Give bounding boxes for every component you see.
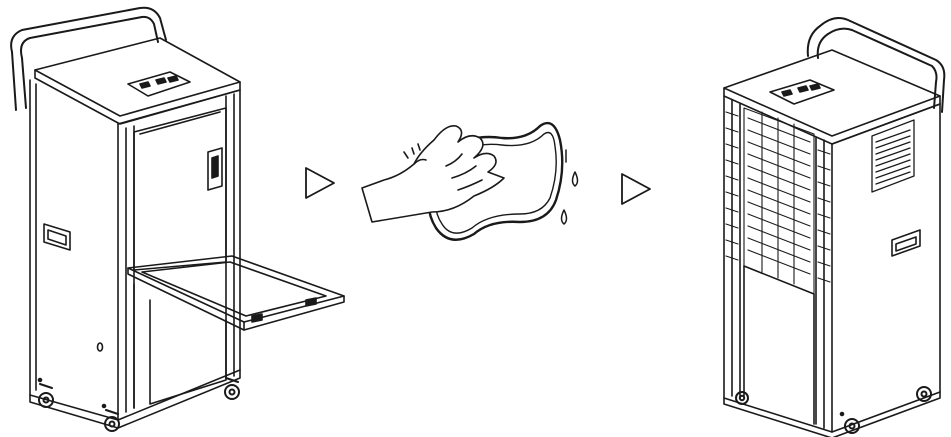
- step-1-dehumidifier-open: [11, 8, 344, 431]
- step-3-dehumidifier-closed: [724, 18, 944, 437]
- top-lid: [35, 38, 240, 116]
- left-side-panel: [30, 80, 118, 420]
- side-vent: [872, 120, 914, 192]
- drain-port: [98, 343, 103, 351]
- control-panel: [128, 72, 190, 96]
- caster-wheels: [736, 387, 931, 433]
- control-panel: [770, 80, 834, 104]
- step-arrow-1: [306, 168, 334, 198]
- carry-handle: [11, 8, 166, 110]
- front-air-grille: [726, 108, 830, 294]
- side-grip: [44, 224, 70, 250]
- front-frame-right: [226, 94, 234, 378]
- step-2-wipe-filter: [362, 123, 578, 240]
- water-drops-icon: [562, 150, 578, 224]
- hand: [362, 126, 504, 222]
- side-grip: [892, 230, 920, 256]
- step-arrow-2: [622, 174, 650, 204]
- right-side-panel: [832, 104, 940, 432]
- carry-handle: [808, 18, 945, 112]
